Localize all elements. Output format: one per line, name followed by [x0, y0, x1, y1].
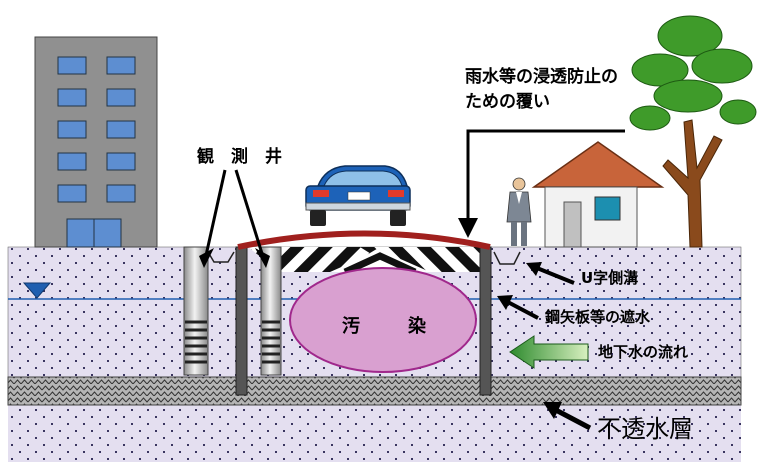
- contamination-label-2: 染: [407, 316, 427, 337]
- car-icon: [305, 165, 411, 226]
- sheet-pile-arrowhead: [497, 295, 513, 310]
- office-building-icon: [34, 36, 158, 248]
- well-arrowhead-right: [255, 248, 270, 268]
- sheet-pile-arrow: [503, 298, 539, 320]
- observation-well-leaders: [203, 169, 266, 261]
- cover-leader: [466, 129, 625, 224]
- groundwater-flow-arrow: [509, 335, 589, 369]
- cover-void: [248, 247, 480, 276]
- cover-label-line2: ための覆い: [465, 92, 550, 112]
- u-ditch-right: [493, 251, 521, 265]
- cover-arrowhead: [458, 218, 478, 238]
- groundwater-flow-label: 地下水の流れ: [598, 343, 688, 361]
- person-icon: [506, 177, 532, 246]
- contamination-label-1: 汚: [342, 316, 360, 337]
- cover-label-line1: 雨水等の浸透防止の: [465, 66, 618, 87]
- well-arrowhead-left: [199, 248, 214, 268]
- impermeable-arrowhead: [543, 402, 562, 419]
- impermeable-arrow: [550, 405, 592, 431]
- sheet-pile-left: [235, 246, 248, 396]
- impermeable-layer-label: 不透水層: [597, 415, 693, 443]
- sheet-pile-label: 鋼矢板等の遮水: [544, 308, 651, 326]
- house-icon: [531, 141, 665, 248]
- contamination-zone: [289, 267, 477, 373]
- u-ditch-label: U字側溝: [581, 269, 638, 287]
- sheet-pile-right: [479, 246, 492, 396]
- water-table-marker-icon: [22, 282, 52, 299]
- observation-well-left: [183, 246, 209, 376]
- u-ditch-left: [207, 251, 235, 263]
- tree-icon: [629, 15, 757, 248]
- impermeable-layer: [7, 376, 742, 406]
- u-ditch-arrowhead: [526, 262, 542, 276]
- rain-cover: [237, 230, 491, 250]
- observation-well-right: [260, 246, 282, 376]
- observation-well-label: 観 測 井: [197, 146, 282, 167]
